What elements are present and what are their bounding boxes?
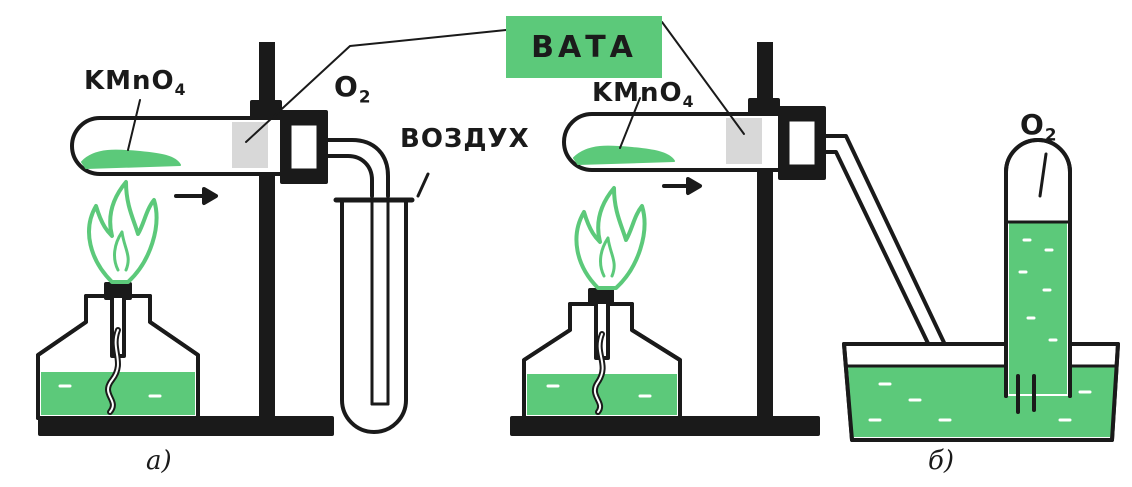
pointer-o2-right: [1038, 152, 1048, 198]
caption-a: а): [146, 446, 172, 476]
lamp-liquid-left: [41, 372, 195, 415]
kmno4-label-left: KMnO4: [84, 66, 187, 100]
pointer-cotton-left: [245, 29, 507, 143]
flame-right: [574, 186, 647, 290]
collecting-tube-left: [340, 198, 408, 434]
stand-base-left: [38, 416, 334, 436]
cotton-label: ВАТА: [506, 16, 662, 78]
pointer-kmno4-left: [127, 99, 141, 151]
kmno4-label-right: KMnO4: [592, 78, 695, 112]
air-label: ВОЗДУХ: [400, 124, 530, 154]
pointer-cotton-right: [661, 21, 745, 135]
cotton-right: [726, 118, 762, 164]
delivery-tube-left: [324, 138, 390, 198]
kmno4-right: [573, 145, 675, 165]
caption-b: б): [928, 446, 955, 476]
cotton-left: [232, 122, 268, 168]
o2-label-left: O2: [334, 70, 372, 107]
kmno4-left: [81, 149, 181, 169]
pointer-air: [416, 172, 430, 198]
stand-rod-left: [259, 42, 275, 422]
pointer-kmno4-right: [619, 97, 641, 149]
o2-label-right: O2: [1020, 108, 1058, 145]
flame-left: [87, 180, 159, 284]
